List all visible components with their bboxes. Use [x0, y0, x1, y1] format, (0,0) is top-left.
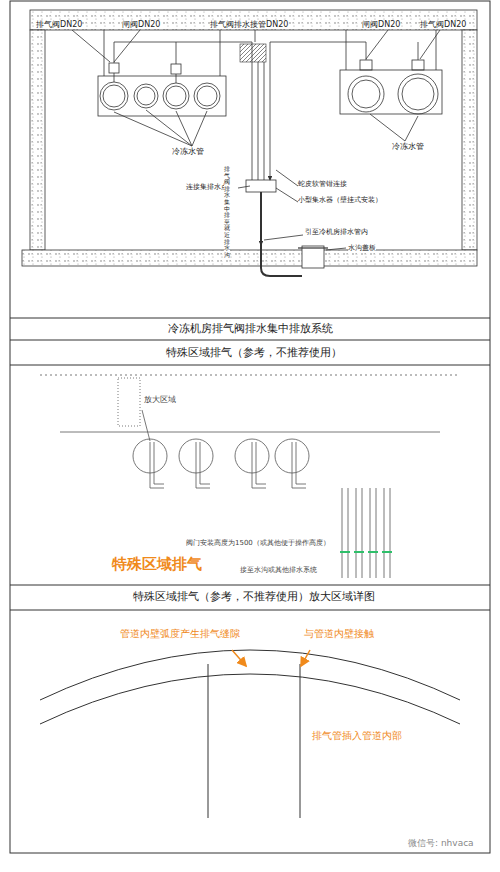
- callout: 管道内壁弧度产生排气缝隙: [120, 628, 240, 640]
- vertical-note: 排气阀排水集中排至就近排水沟: [224, 166, 230, 258]
- callout: 冷冻水管: [392, 142, 424, 151]
- callout: 排气阀排水接管DN20: [210, 20, 288, 29]
- callout: 与管道内壁接触: [304, 628, 374, 640]
- callout: 接至水沟或其他排水系统: [240, 566, 317, 574]
- callout: 蛇皮软管钳连接: [298, 180, 347, 188]
- callout: 引至冷机房排水管内: [305, 228, 368, 236]
- panel-header: 特殊区域排气（参考，不推荐使用）放大区域详图: [4, 591, 500, 604]
- callout: 水沟盖板: [348, 244, 376, 252]
- callout: 阀门安装高度为1500（或其他便于操作高度）: [186, 539, 330, 547]
- callout: 放大区域: [144, 395, 176, 404]
- callout: 排气阀DN20: [420, 20, 466, 29]
- callout: 闸阀DN20: [362, 20, 400, 29]
- watermark: 微信号: nhvaca: [408, 838, 474, 848]
- callout: 连接集排水点: [186, 183, 228, 191]
- panel-header: 特殊区域排气（参考，不推荐使用）: [4, 347, 500, 360]
- callout: 小型集水器（壁挂式安装）: [298, 196, 382, 204]
- callout: 排气管插入管道内部: [312, 730, 402, 742]
- callout: 冷冻水管: [172, 147, 204, 156]
- callout: 排气阀DN20: [36, 20, 82, 29]
- callout: 闸阀DN20: [122, 20, 160, 29]
- big-note: 特殊区域排气: [112, 556, 202, 573]
- caption: 冷冻机房排气阀排水集中排放系统: [0, 323, 500, 336]
